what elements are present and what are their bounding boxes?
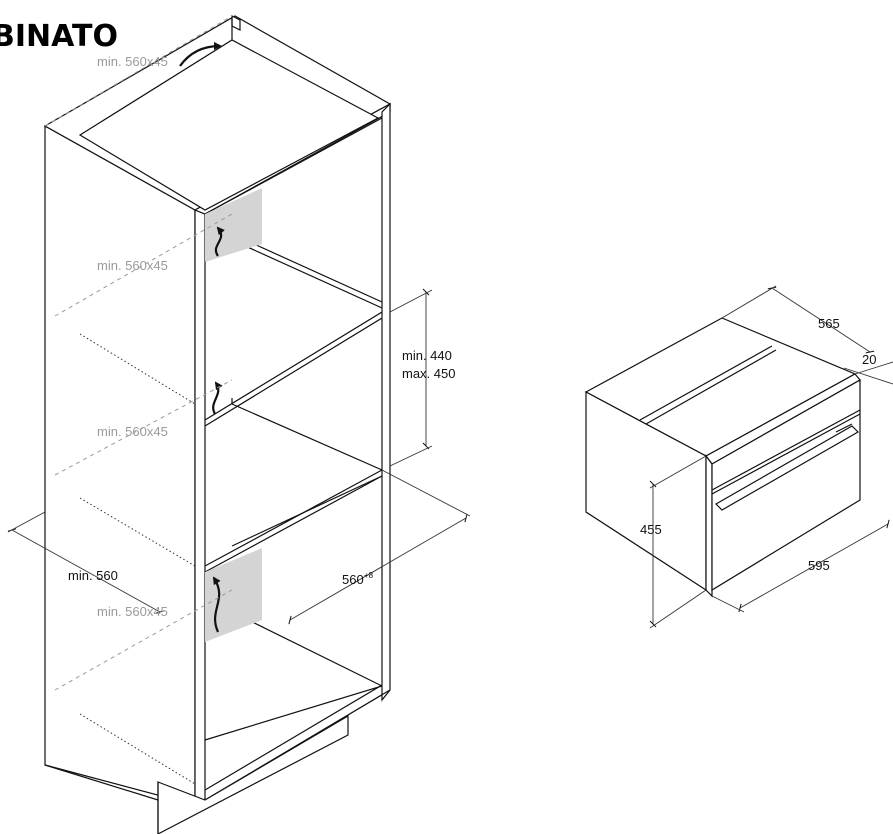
niche-depth-label: min. 560 [68,568,118,583]
airflow-arrow-middle [212,381,223,415]
cabinet-front-edge [194,209,206,806]
niche-height-min-label: min. 440 [402,348,452,363]
airflow-arrow-top [179,42,222,67]
vent-label-upper: min. 560x45 [97,258,168,273]
cabinet-drawing [7,15,471,834]
cabinet-left-panel [44,124,196,806]
appliance-door-handle [715,425,859,511]
appliance-front-left-edge [705,454,713,598]
diagram-title: BINATO [0,19,118,54]
cabinet-right-panel [381,102,391,702]
appliance-drawing [584,285,893,629]
vent-label-middle: min. 560x45 [97,424,168,439]
appliance-depth-label: 565 [818,316,840,331]
appliance-height-label: 455 [640,522,662,537]
appliance-width-label: 595 [808,558,830,573]
niche-width-tolerance-label: +8 [364,571,374,580]
niche-width-label: 560 [342,572,364,587]
airflow-arrow-lower [212,576,221,633]
vent-gap-lower [205,548,262,642]
vent-label-top: min. 560x45 [97,54,168,69]
niche-height-max-label: max. 450 [402,366,455,381]
cabinet-top-opening [78,39,380,211]
vent-label-lower: min. 560x45 [97,604,168,619]
airflow-arrow-upper [214,226,225,257]
appliance-front-thickness-label: 20 [862,352,876,367]
